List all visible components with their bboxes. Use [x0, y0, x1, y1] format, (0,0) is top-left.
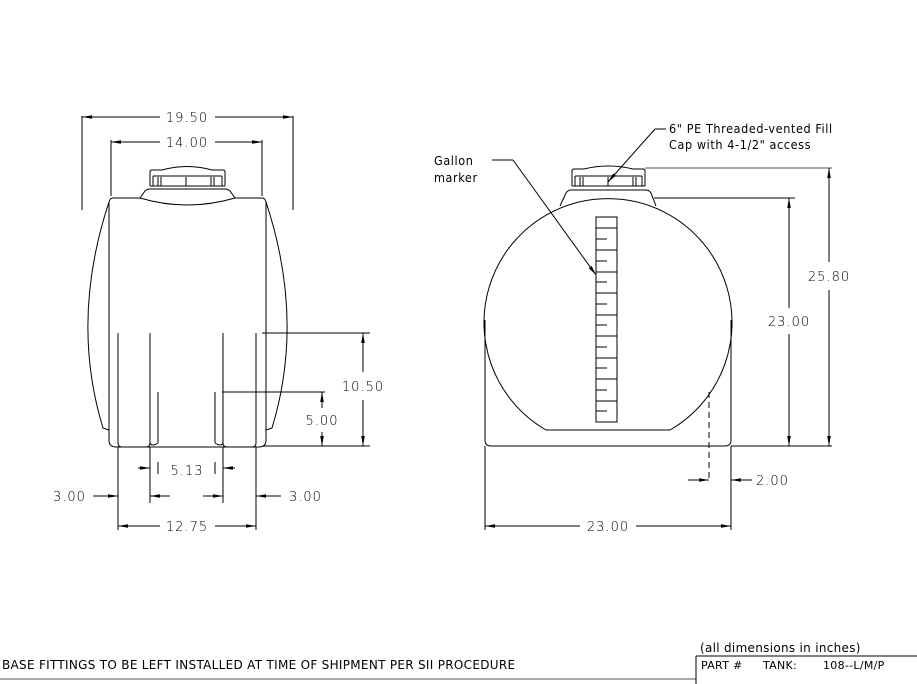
tank-value: 108--L/M/P [823, 659, 885, 672]
dim-label-14-00: 14.00 [166, 136, 208, 151]
fill-cap-side [571, 165, 646, 187]
gallon-marker [595, 216, 618, 423]
dim-fitting-offset: 2.00 [688, 446, 789, 530]
dim-length: 23.00 [484, 446, 731, 535]
callout-fill-cap-line1: 6" PE Threaded-vented Fill [669, 121, 833, 136]
callout-gallon-marker: Gallon marker [434, 153, 597, 276]
dim-fitting-height: 10.50 [262, 332, 384, 447]
callout-fill-cap: 6" PE Threaded-vented Fill Cap with 4-1/… [607, 121, 833, 183]
callout-gallon-line2: marker [434, 170, 478, 185]
part-number-label: PART # [701, 659, 743, 672]
dim-label-23-00-horizontal: 23.00 [587, 520, 629, 535]
dim-overall-width: 19.50 [81, 111, 294, 210]
dim-overall-height: 25.80 [645, 167, 850, 447]
dim-top-width: 14.00 [110, 136, 263, 196]
dim-label-3-00-right: 3.00 [289, 490, 322, 505]
side-view: 6" PE Threaded-vented Fill Cap with 4-1/… [434, 121, 850, 535]
dim-label-25-80: 25.80 [808, 270, 850, 285]
footer-note: BASE FITTINGS TO BE LEFT INSTALLED AT TI… [2, 658, 515, 672]
callout-fill-cap-line2: Cap with 4-1/2" access [669, 137, 811, 152]
dim-label-2-00: 2.00 [756, 474, 789, 489]
fill-cap-front [149, 166, 226, 187]
title-block: BASE FITTINGS TO BE LEFT INSTALLED AT TI… [0, 641, 917, 684]
dim-body-height: 23.00 [654, 197, 810, 446]
callout-gallon-line1: Gallon [434, 153, 473, 168]
dim-label-23-00-vertical: 23.00 [768, 315, 810, 330]
dim-label-3-00-left: 3.00 [53, 490, 86, 505]
dim-label-5-00: 5.00 [306, 414, 339, 429]
dim-label-19-50: 19.50 [166, 111, 208, 126]
units-note: (all dimensions in inches) [700, 641, 861, 655]
front-view: 19.50 14.00 10.50 5.00 [53, 111, 384, 535]
dim-inner-spacing: 5.13 [138, 447, 235, 503]
dim-label-10-50: 10.50 [342, 380, 384, 395]
dim-label-5-13: 5.13 [171, 464, 204, 479]
dim-lower-fitting-height: 5.00 [222, 391, 339, 446]
dim-side-offsets: 3.00 3.00 [53, 447, 322, 530]
tank-label: TANK: [762, 659, 797, 672]
dim-label-12-75: 12.75 [166, 520, 208, 535]
dim-base-width: 12.75 [118, 520, 256, 535]
